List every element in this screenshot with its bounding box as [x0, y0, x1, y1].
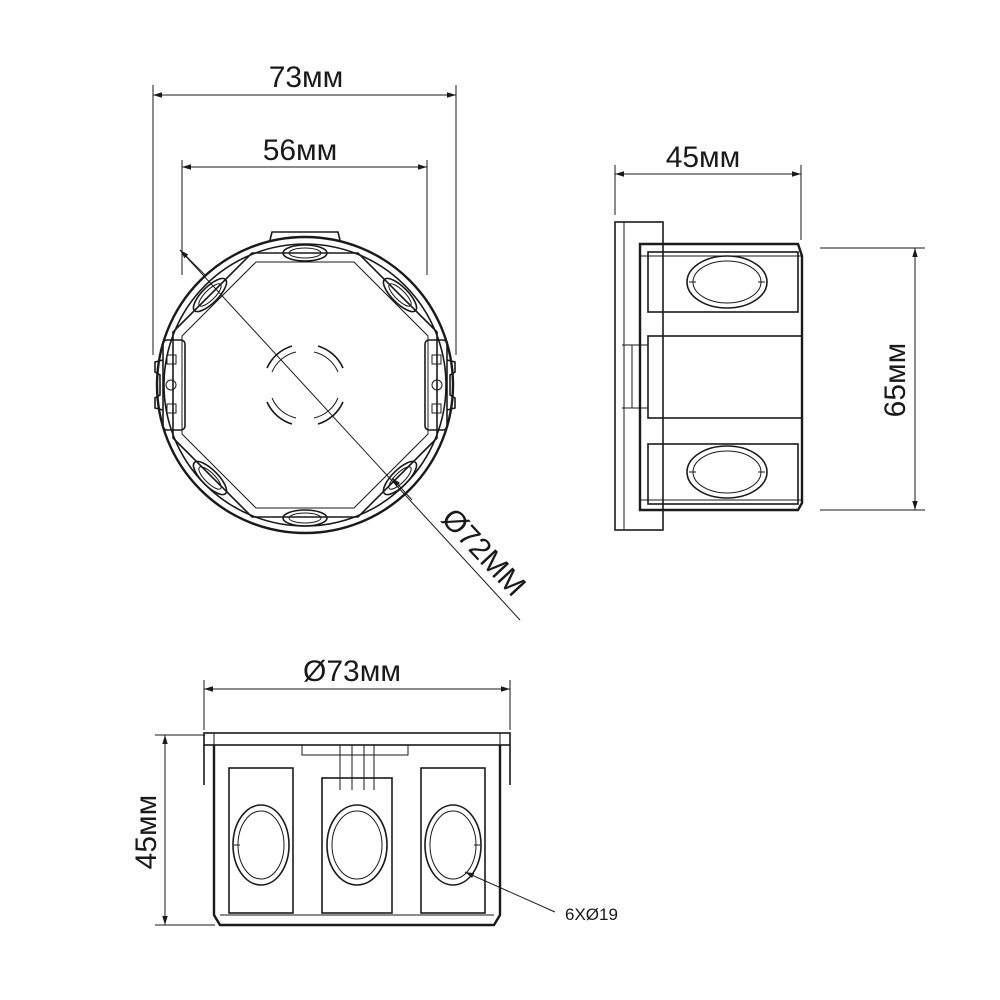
knockout-top-left [192, 277, 228, 313]
box-octagon [172, 252, 438, 518]
side-flange [614, 221, 664, 531]
knockout-top-right [382, 277, 418, 313]
side-knockout-upper [686, 255, 768, 309]
center-knockout [266, 345, 344, 425]
dimension-label-diameter-73mm: Ø73мм [303, 655, 401, 688]
front-knockout-right [424, 804, 482, 886]
holes-callout: 6XØ19 [464, 871, 618, 924]
box-outer-rim [155, 235, 455, 535]
dimension-65mm: 65мм [820, 247, 925, 511]
front-body [212, 745, 502, 927]
knockout-bottom-left [192, 460, 228, 496]
side-view: 45мм 65мм [614, 141, 925, 531]
dimension-label-72mm: Ø72ММ [435, 502, 532, 603]
front-right-panel [420, 767, 486, 914]
dimension-diameter-72: Ø72ММ [179, 249, 532, 621]
knockout-bottom [282, 509, 328, 527]
side-upper-panel [647, 251, 799, 313]
side-lower-panel [647, 443, 799, 505]
dimension-45mm-front: 45мм [130, 734, 215, 926]
dimension-label-45mm-front: 45мм [130, 795, 163, 870]
front-left-panel [228, 767, 294, 914]
front-center-panel [321, 777, 393, 914]
top-tab [269, 231, 341, 241]
side-body [638, 242, 804, 512]
top-view: 73мм 56мм [152, 61, 532, 621]
front-knockout-center [326, 804, 388, 886]
holes-label: 6XØ19 [565, 905, 618, 924]
knockout-bottom-right [382, 460, 418, 496]
right-clamp [424, 339, 456, 431]
dimension-label-56mm: 56мм [263, 134, 338, 167]
dimension-73mm: 73мм [152, 61, 457, 355]
dimension-45mm-side: 45мм [614, 141, 802, 240]
box-octagon-inner [181, 261, 429, 509]
box-inner-rim [163, 243, 447, 527]
front-flange [203, 732, 511, 746]
dimension-diameter-73: Ø73мм [203, 655, 511, 730]
side-middle-band [647, 335, 803, 419]
dimension-label-45mm-side: 45мм [666, 141, 741, 174]
front-knockout-left [232, 804, 290, 886]
dimension-56mm: 56мм [181, 134, 428, 275]
dimension-label-65mm: 65мм [879, 343, 912, 418]
knockout-top [282, 244, 328, 262]
front-center-tab [301, 744, 409, 756]
side-knockout-lower [686, 445, 768, 499]
dimension-label-73mm: 73мм [269, 61, 344, 94]
left-clamp [154, 339, 186, 431]
front-view: Ø73мм 45мм [130, 655, 618, 927]
